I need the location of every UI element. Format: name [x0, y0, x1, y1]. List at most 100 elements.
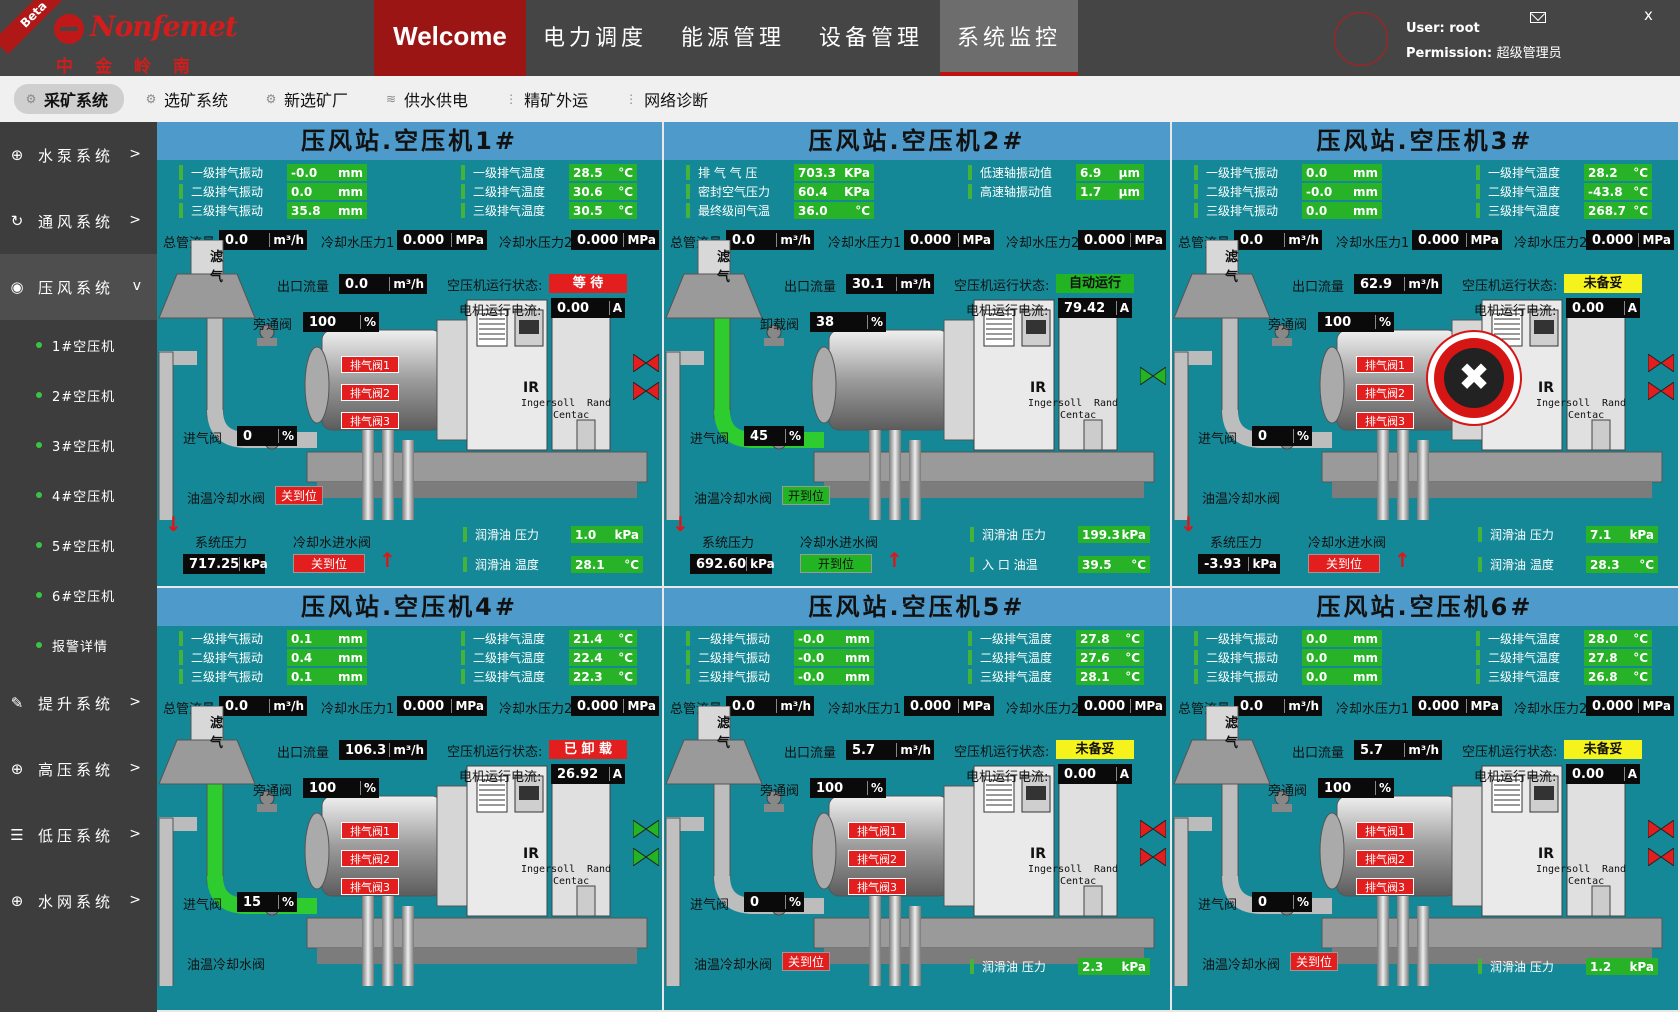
- metric-number: 60.4: [798, 184, 828, 199]
- exhaust-valve-tag[interactable]: 排气阀2: [1356, 384, 1414, 401]
- avatar[interactable]: [1334, 12, 1388, 66]
- value: 0.0: [732, 232, 756, 248]
- tab-0[interactable]: Welcome: [374, 0, 526, 76]
- exhaust-valve-tag[interactable]: 排气阀1: [1356, 356, 1414, 373]
- sidebar-subitem[interactable]: 4#空压机: [0, 470, 157, 520]
- exhaust-valve-tag[interactable]: 排气阀3: [1356, 412, 1414, 429]
- close-icon[interactable]: x: [1644, 6, 1653, 24]
- value: 0.000: [403, 698, 445, 714]
- side-valve-icon[interactable]: [1647, 353, 1675, 373]
- exhaust-valve-tag[interactable]: 排气阀1: [848, 822, 906, 839]
- metric-unit: kPa: [614, 527, 639, 542]
- metric-number: 0.0: [1306, 650, 1328, 665]
- subnav-item-5[interactable]: ⋮网络诊断: [614, 84, 724, 114]
- sidebar-subitem[interactable]: 2#空压机: [0, 370, 157, 420]
- sidebar-item-ventilation[interactable]: ↻通风系统>: [0, 188, 157, 254]
- side-valve-icon[interactable]: [632, 353, 660, 373]
- exhaust-valve-tag[interactable]: 排气阀3: [848, 878, 906, 895]
- sidebar-subitem[interactable]: 5#空压机: [0, 520, 157, 570]
- exhaust-valve-tag[interactable]: 排气阀3: [341, 878, 399, 895]
- side-valve-icon[interactable]: [632, 381, 660, 401]
- filter-label: 滤: [717, 716, 731, 731]
- exhaust-valve-tag[interactable]: 排气阀2: [1356, 850, 1414, 867]
- value: 15: [243, 894, 262, 910]
- side-valve-icon[interactable]: [1647, 819, 1675, 839]
- subnav-item-4[interactable]: ⋮精矿外运: [494, 84, 604, 114]
- unit: MPa: [958, 699, 991, 713]
- permission-label: Permission:: [1406, 46, 1493, 61]
- value: 0.000: [1592, 698, 1634, 714]
- tab-4[interactable]: 系统监控: [940, 0, 1078, 76]
- motor-current-label: 电机运行电流:: [459, 304, 542, 319]
- exhaust-valve-tag[interactable]: 排气阀2: [341, 850, 399, 867]
- side-valve-icon[interactable]: [632, 819, 660, 839]
- subnav-item-1[interactable]: ⚙选矿系统: [134, 84, 244, 114]
- status-bar: [1476, 165, 1480, 180]
- subnav-item-0[interactable]: ⚙采矿系统: [14, 84, 125, 114]
- sidebar-subitem[interactable]: 3#空压机: [0, 420, 157, 470]
- metric-unit: mm: [1352, 669, 1378, 684]
- metric-unit: °C: [1633, 203, 1648, 218]
- side-valve-icon[interactable]: [1139, 819, 1167, 839]
- sidebar-subitem[interactable]: 6#空压机: [0, 570, 157, 620]
- metric-label: 一级排气温度: [1488, 632, 1561, 646]
- sidebar-label: 低压系统: [38, 826, 115, 845]
- exhaust-valve-tag[interactable]: 排气阀1: [1356, 822, 1414, 839]
- exhaust-valve-tag[interactable]: 排气阀1: [341, 356, 399, 373]
- status-bar: [1194, 184, 1198, 199]
- exhaust-valve-tag[interactable]: 排气阀3: [341, 412, 399, 429]
- unit: A: [1623, 767, 1637, 781]
- unit: %: [784, 895, 801, 909]
- cool-pressure2-label: 冷却水压力2: [1006, 236, 1080, 251]
- tab-3[interactable]: 设备管理: [818, 26, 923, 51]
- cool-pressure1-value: 0.000 MPa: [904, 696, 994, 716]
- exhaust-valve-tag[interactable]: 排气阀2: [848, 850, 906, 867]
- exhaust-valve-tag[interactable]: 排气阀3: [1356, 878, 1414, 895]
- side-valve-icon[interactable]: [632, 847, 660, 867]
- fault-wrench-icon[interactable]: ✖: [1428, 332, 1520, 424]
- oil-cool-valve-label: 油温冷却水阀: [694, 492, 773, 507]
- exhaust-valve-tag[interactable]: 排气阀1: [341, 822, 399, 839]
- side-valve-icon[interactable]: [1139, 847, 1167, 867]
- sidebar-item-hoist[interactable]: ✎提升系统>: [0, 670, 157, 736]
- metric-label: 二级排气温度: [473, 651, 546, 665]
- run-state-badge: 未备妥: [1564, 274, 1642, 293]
- sidebar-item-water-network[interactable]: ⊕水网系统>: [0, 868, 157, 934]
- metric-label: 三级排气振动: [191, 204, 264, 218]
- subnav-item-2[interactable]: ⚙新选矿厂: [254, 84, 364, 114]
- side-valve-icon[interactable]: [1647, 847, 1675, 867]
- mail-icon[interactable]: [1530, 12, 1546, 23]
- subnav-item-3[interactable]: ≋供水供电: [374, 84, 484, 114]
- brand-name-3: Centac: [553, 410, 590, 421]
- value: 0.00: [1064, 766, 1097, 782]
- sidebar-subitem[interactable]: 报警详情: [0, 620, 157, 670]
- metric-label: 三级排气温度: [473, 670, 546, 684]
- sidebar-subitem[interactable]: 1#空压机: [0, 320, 157, 370]
- sidebar-item-low-voltage[interactable]: ☰低压系统>: [0, 802, 157, 868]
- sidebar-item-water-pump[interactable]: ⊕水泵系统>: [0, 122, 157, 188]
- value: 0.000: [910, 698, 952, 714]
- cool-inlet-valve-status: 开到位: [800, 554, 872, 573]
- brand-name-2: Rand: [1602, 398, 1627, 409]
- sidebar-item-high-voltage[interactable]: ⊕高压系统>: [0, 736, 157, 802]
- side-valve-icon[interactable]: [1647, 381, 1675, 401]
- side-valve-icon[interactable]: [1139, 366, 1167, 386]
- tab-1[interactable]: 电力调度: [542, 26, 647, 51]
- tab-2[interactable]: 能源管理: [680, 26, 785, 51]
- status-bar: [686, 650, 690, 665]
- exhaust-valve-tag[interactable]: 排气阀2: [341, 384, 399, 401]
